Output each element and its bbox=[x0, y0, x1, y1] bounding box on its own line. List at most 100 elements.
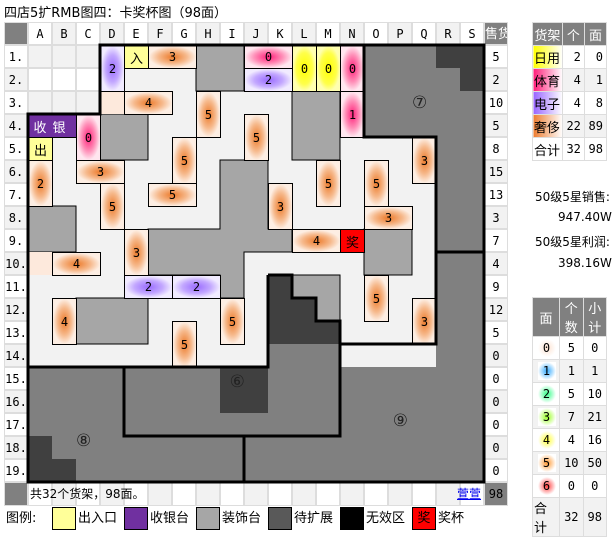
face-subtotal: 0 bbox=[582, 474, 608, 498]
footer-cell bbox=[172, 482, 196, 506]
luxury-shelf[interactable]: 4 bbox=[124, 91, 173, 115]
decor-block bbox=[291, 90, 341, 161]
column-header: M bbox=[316, 22, 340, 45]
footer-cell bbox=[244, 482, 268, 506]
column-header: K bbox=[268, 22, 292, 45]
luxury-shelf[interactable]: 3 bbox=[412, 298, 437, 345]
total-label: 合计 bbox=[532, 137, 563, 161]
luxury-shelf[interactable]: 3 bbox=[148, 45, 197, 69]
luxury-shelf[interactable]: 3 bbox=[76, 160, 125, 184]
daily-shelf[interactable]: 0 bbox=[316, 45, 341, 92]
row-sales: 7 bbox=[484, 229, 508, 252]
header-shelf: 货架 bbox=[532, 22, 563, 46]
shelf-type-label: 电子 bbox=[532, 91, 563, 115]
row-sales: 0 bbox=[484, 459, 508, 482]
luxury-shelf[interactable]: 5 bbox=[220, 298, 245, 345]
decor-block bbox=[291, 274, 341, 322]
footer-cell bbox=[340, 482, 364, 506]
face-count: 4 bbox=[559, 428, 584, 452]
legend-item-label: 收银台 bbox=[150, 511, 190, 526]
row-sales: 12 bbox=[484, 298, 508, 321]
footer-total: 98 bbox=[484, 482, 508, 506]
legend-swatch bbox=[340, 507, 364, 530]
luxury-shelf[interactable]: 5 bbox=[316, 160, 341, 207]
electronics-shelf[interactable]: 2 bbox=[100, 45, 125, 92]
electronics-shelf[interactable]: 2 bbox=[172, 275, 221, 299]
author-link[interactable]: 萱萱 bbox=[457, 487, 482, 501]
shelf-type-count: 2 bbox=[561, 45, 585, 69]
sports-shelf[interactable]: 0 bbox=[76, 114, 101, 161]
luxury-shelf[interactable]: 5 bbox=[172, 321, 197, 368]
luxury-shelf[interactable]: 3 bbox=[412, 137, 437, 184]
luxury-shelf[interactable]: 4 bbox=[52, 252, 101, 276]
electronics-shelf[interactable]: 2 bbox=[244, 68, 293, 92]
row-label: 9. bbox=[4, 229, 28, 252]
sales-header: 售货 bbox=[484, 22, 508, 45]
legend-swatch bbox=[52, 507, 76, 530]
luxury-shelf[interactable]: 3 bbox=[124, 229, 149, 276]
legend-label: 图例: bbox=[6, 511, 37, 526]
page-title: 四店5扩RMB图四：卡奖杯图（98面） bbox=[4, 6, 227, 21]
footer-cell bbox=[124, 482, 148, 506]
exit-tile[interactable]: 出 bbox=[28, 137, 53, 161]
luxury-shelf[interactable]: 3 bbox=[364, 206, 413, 230]
luxury-shelf[interactable]: 5 bbox=[148, 183, 197, 207]
footer-cell bbox=[220, 482, 244, 506]
shelf-type-count: 22 bbox=[561, 114, 585, 138]
face-swatch: 6 bbox=[537, 477, 556, 495]
shelf-type-faces: 89 bbox=[583, 114, 608, 138]
face-count: 1 bbox=[559, 359, 584, 383]
luxury-shelf[interactable]: 5 bbox=[364, 275, 389, 322]
row-label: 11. bbox=[4, 275, 28, 298]
column-header: I bbox=[220, 22, 244, 45]
face-cell: 5 bbox=[531, 451, 561, 475]
row-label: 19. bbox=[4, 459, 28, 482]
column-header: B bbox=[52, 22, 76, 45]
luxury-shelf[interactable]: 4 bbox=[52, 298, 77, 345]
luxury-shelf[interactable]: 4 bbox=[292, 229, 341, 253]
cashier-tile[interactable]: 收银 bbox=[28, 114, 77, 138]
column-header: S bbox=[460, 22, 484, 45]
electronics-shelf[interactable]: 2 bbox=[124, 275, 173, 299]
luxury-shelf[interactable]: 5 bbox=[364, 160, 389, 207]
luxury-shelf[interactable]: 5 bbox=[172, 137, 197, 184]
sports-shelf[interactable]: 0 bbox=[244, 45, 293, 69]
row-label: 16. bbox=[4, 390, 28, 413]
footer-cell bbox=[460, 482, 484, 506]
row-label: 15. bbox=[4, 367, 28, 390]
luxury-shelf[interactable]: 3 bbox=[268, 183, 293, 230]
face-count: 5 bbox=[559, 336, 584, 360]
luxury-shelf[interactable]: 5 bbox=[196, 91, 221, 138]
sports-shelf[interactable]: 0 bbox=[340, 45, 365, 92]
entrance-tile[interactable]: 入 bbox=[124, 45, 149, 69]
region-6-top bbox=[268, 344, 340, 367]
outside-cell bbox=[52, 45, 76, 68]
row-sales: 4 bbox=[484, 252, 508, 275]
daily-shelf[interactable]: 0 bbox=[292, 45, 317, 92]
outside-cell bbox=[28, 68, 52, 91]
sports-shelf[interactable]: 1 bbox=[340, 91, 365, 138]
trophy-tile[interactable]: 奖 bbox=[340, 229, 365, 253]
column-header: Q bbox=[412, 22, 436, 45]
face-swatch: 1 bbox=[537, 362, 556, 380]
luxury-shelf[interactable]: 5 bbox=[100, 183, 125, 230]
row-sales: 5 bbox=[484, 321, 508, 344]
legend-item-label: 无效区 bbox=[366, 511, 406, 526]
luxury-shelf[interactable]: 5 bbox=[244, 114, 269, 161]
outside-cell bbox=[52, 68, 76, 91]
luxury-shelf[interactable]: 2 bbox=[28, 160, 53, 207]
face-swatch: 2 bbox=[537, 385, 556, 403]
sales-value: 947.40W bbox=[558, 210, 612, 224]
region-9-right bbox=[436, 252, 484, 367]
column-header: C bbox=[76, 22, 100, 45]
column-header: L bbox=[292, 22, 316, 45]
